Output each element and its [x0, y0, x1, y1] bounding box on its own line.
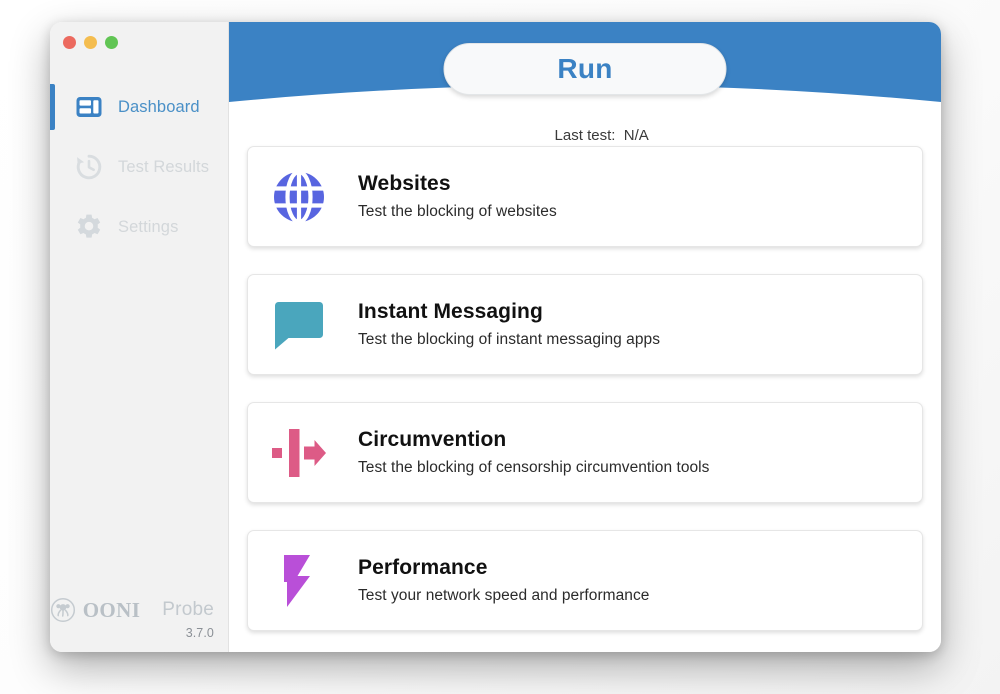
close-button[interactable]	[63, 36, 76, 49]
test-card-description: Test the blocking of instant messaging a…	[358, 331, 660, 348]
sidebar-nav: Dashboard Test Results	[50, 77, 228, 257]
ooni-octopus-icon	[50, 597, 76, 623]
window-traffic-lights	[63, 36, 118, 49]
run-button-label: Run	[557, 53, 613, 84]
test-card-circumvention[interactable]: Circumvention Test the blocking of censo…	[247, 402, 923, 503]
brand-name-secondary: Probe	[162, 599, 214, 620]
sidebar-item-settings[interactable]: Settings	[50, 197, 228, 257]
circumvention-arrow-icon	[270, 424, 328, 482]
test-card-performance[interactable]: Performance Test your network speed and …	[247, 530, 923, 631]
test-card-list: Websites Test the blocking of websites I…	[247, 146, 923, 631]
globe-icon	[270, 168, 328, 226]
history-clock-icon	[74, 152, 104, 182]
ooni-probe-logo: OONI Probe	[50, 597, 214, 623]
sidebar-item-label: Test Results	[118, 157, 210, 176]
test-card-title: Circumvention	[358, 428, 507, 451]
lightning-bolt-icon	[270, 552, 328, 610]
test-card-description: Test your network speed and performance	[358, 587, 650, 604]
sidebar-item-label: Settings	[118, 217, 179, 236]
sidebar: Dashboard Test Results	[50, 22, 229, 652]
gear-icon	[74, 212, 104, 242]
last-test-label: Last test:	[554, 127, 616, 144]
test-card-instant-messaging[interactable]: Instant Messaging Test the blocking of i…	[247, 274, 923, 375]
test-card-text: Instant Messaging Test the blocking of i…	[358, 300, 660, 349]
active-indicator-bar	[50, 84, 55, 130]
test-card-title: Instant Messaging	[358, 300, 543, 323]
last-test-status: Last test: N/A	[521, 110, 649, 161]
sidebar-item-label: Dashboard	[118, 97, 200, 116]
test-card-description: Test the blocking of websites	[358, 203, 557, 220]
sidebar-footer: OONI Probe 3.7.0	[50, 597, 228, 640]
brand-name-primary: OONI	[82, 597, 141, 622]
test-card-text: Circumvention Test the blocking of censo…	[358, 428, 709, 477]
test-card-text: Performance Test your network speed and …	[358, 556, 649, 605]
app-window: Dashboard Test Results	[50, 22, 941, 652]
test-card-title: Websites	[358, 172, 451, 195]
test-card-title: Performance	[358, 556, 488, 579]
test-card-text: Websites Test the blocking of websites	[358, 172, 557, 221]
last-test-value: N/A	[623, 127, 649, 144]
speech-bubble-icon	[270, 296, 328, 354]
maximize-button[interactable]	[105, 36, 118, 49]
test-card-description: Test the blocking of censorship circumve…	[358, 459, 710, 476]
dashboard-icon	[74, 92, 104, 122]
sidebar-item-dashboard[interactable]: Dashboard	[50, 77, 228, 137]
main-content: Run Last test: N/A	[229, 22, 941, 652]
run-button[interactable]: Run	[443, 43, 727, 95]
minimize-button[interactable]	[84, 36, 97, 49]
sidebar-item-test-results[interactable]: Test Results	[50, 137, 228, 197]
version-label: 3.7.0	[185, 626, 214, 640]
test-card-websites[interactable]: Websites Test the blocking of websites	[247, 146, 923, 247]
